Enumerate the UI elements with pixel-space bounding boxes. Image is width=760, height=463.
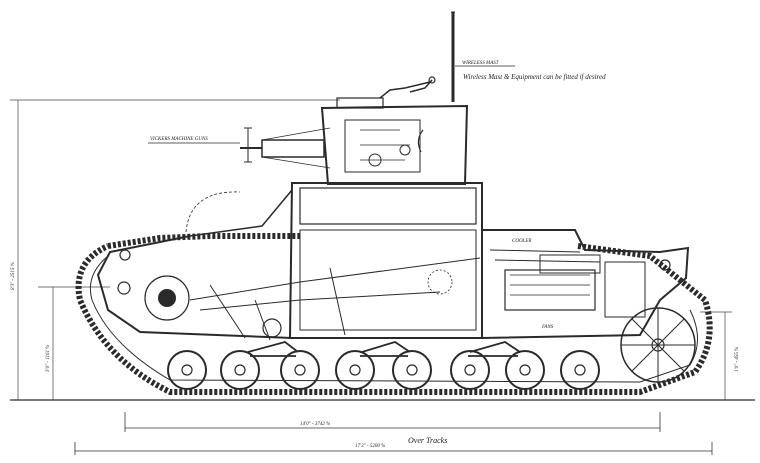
road-wheel bbox=[450, 350, 490, 390]
road-wheel bbox=[392, 350, 432, 390]
suspension-bogies bbox=[247, 341, 521, 357]
road-wheel bbox=[335, 350, 375, 390]
road-wheels bbox=[167, 350, 600, 390]
return-rollers bbox=[119, 249, 671, 271]
road-wheel bbox=[505, 350, 545, 390]
cooler-label: COOLER bbox=[512, 239, 531, 244]
front-hull bbox=[96, 235, 481, 341]
over-tracks-label: Over Tracks bbox=[408, 436, 447, 445]
wireless-mast bbox=[451, 11, 455, 102]
turret bbox=[320, 76, 469, 185]
height-rear-label: 1'0" - 455 % bbox=[735, 347, 740, 372]
length-hull-label: 14'0" - 3742 % bbox=[300, 422, 330, 427]
wireless-mast-label: WIRELESS MAST bbox=[462, 61, 500, 66]
height-dimension-lines bbox=[10, 99, 732, 400]
wireless-note-label: Wireless Mast & Equipment can be fitted … bbox=[463, 73, 606, 81]
track bbox=[75, 233, 713, 395]
height-overall-label: 8'3" - 2515 % bbox=[11, 262, 16, 290]
vickers-machine-gun bbox=[240, 127, 331, 169]
road-wheel bbox=[280, 350, 320, 390]
length-dimension-lines bbox=[74, 412, 713, 455]
engine-deck bbox=[481, 229, 690, 339]
road-wheel bbox=[220, 350, 260, 390]
height-hull-label: 3'0" - 1161 % bbox=[46, 345, 51, 372]
hull-superstructure bbox=[185, 182, 483, 339]
road-wheel bbox=[167, 350, 207, 390]
length-tracks-label: 17'3" - 5200 % bbox=[355, 444, 385, 449]
vickers-label: VICKERS MACHINE GUNS bbox=[150, 137, 208, 142]
fans-label: FANS bbox=[541, 325, 554, 330]
idler-wheel bbox=[620, 307, 696, 383]
road-wheel bbox=[560, 350, 600, 390]
